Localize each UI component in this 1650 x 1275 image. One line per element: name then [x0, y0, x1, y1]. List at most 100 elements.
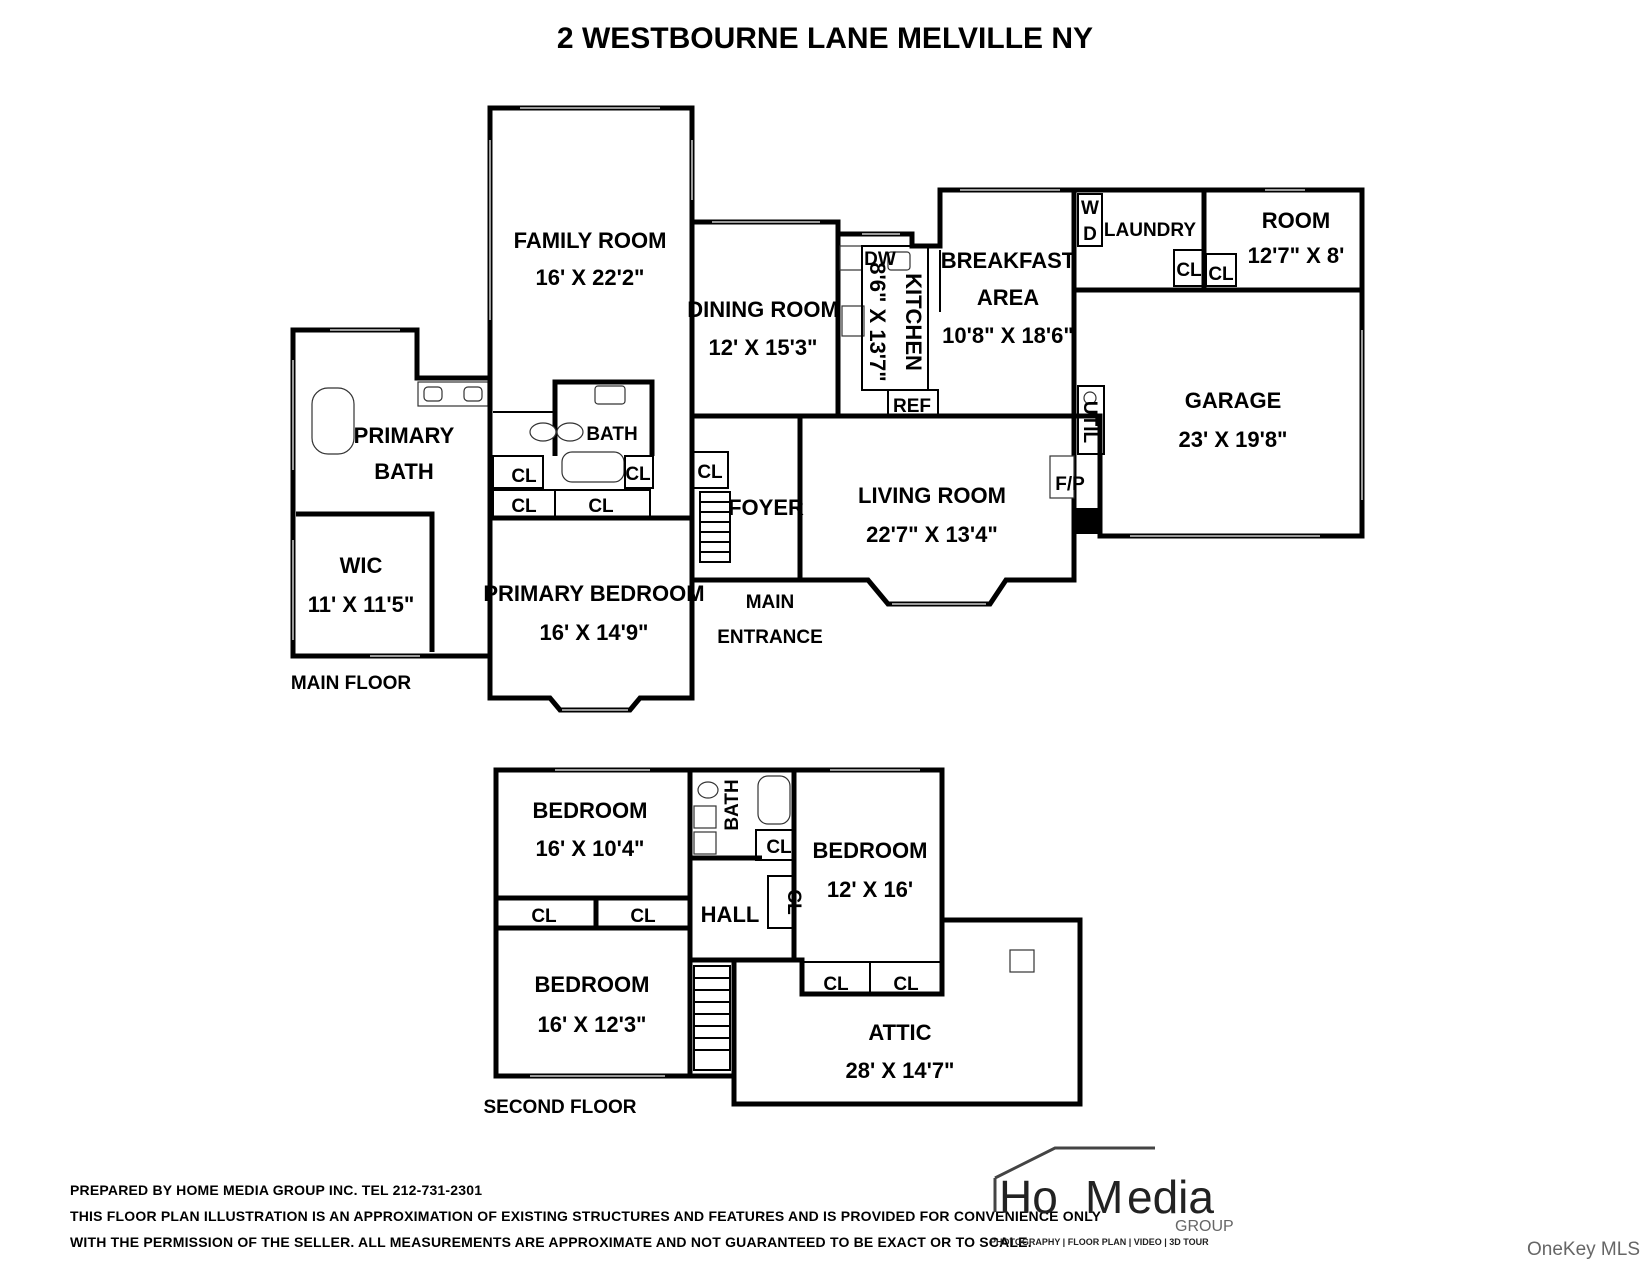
second-floor-labels: BEDROOM 16' X 10'4" BEDROOM 16' X 12'3" …: [483, 779, 954, 1118]
toilet-icon: [529, 422, 557, 442]
room-size: 16' X 14'9": [540, 620, 649, 645]
closet-label: CL: [1176, 260, 1202, 281]
footer-disclaimer-2: WITH THE PERMISSION OF THE SELLER. ALL M…: [70, 1234, 1032, 1250]
room-name: WIC: [340, 553, 383, 578]
closet-label: CL: [1208, 264, 1234, 285]
room-size: 16' X 22'2": [536, 265, 645, 290]
plan-title: 2 WESTBOURNE LANE MELVILLE NY: [557, 22, 1093, 55]
room-size: 8'6" X 13'7": [865, 262, 890, 381]
room-size: 23' X 19'8": [1179, 427, 1288, 452]
closet-label: CL: [511, 466, 537, 487]
room-size: 16' X 10'4": [536, 836, 645, 861]
logo-m-glyph: M: [1085, 1171, 1123, 1223]
footer-disclaimer-1: THIS FLOOR PLAN ILLUSTRATION IS AN APPRO…: [70, 1208, 1102, 1224]
stairs: [699, 491, 731, 563]
dishwasher-icon: [839, 245, 863, 271]
room-name: FOYER: [728, 495, 804, 520]
closet: [755, 829, 795, 861]
second-floor: [493, 767, 1083, 1107]
range-icon: [841, 305, 865, 337]
bathtub-icon: [561, 451, 625, 483]
footer-prepared-by: PREPARED BY HOME MEDIA GROUP INC. TEL 21…: [70, 1182, 483, 1198]
room-name: PRIMARY BEDROOM: [483, 581, 704, 606]
fireplace-icon: [1049, 455, 1075, 499]
room-name: BATH: [586, 424, 637, 445]
room-name: FAMILY ROOM: [514, 228, 667, 253]
closet: [1173, 249, 1205, 287]
room-name: GARAGE: [1185, 388, 1282, 413]
closet-label: CL: [511, 496, 537, 517]
watermark: OneKey MLS: [1527, 1239, 1640, 1260]
wall-garage: [1074, 287, 1365, 539]
room-size: 11' X 11'5": [308, 592, 415, 617]
sink-icon: [693, 831, 717, 855]
logo-group: GROUP: [1175, 1218, 1234, 1235]
closet-label: CL: [625, 464, 651, 485]
room-size: 16' X 12'3": [538, 1012, 647, 1037]
bathtub-icon: [311, 387, 355, 455]
dishwasher-label: DW: [864, 249, 896, 270]
room-name: PRIMARY: [354, 423, 455, 448]
stairs: [693, 965, 731, 1071]
room-name: LAUNDRY: [1104, 220, 1197, 241]
closet: [691, 451, 729, 489]
room-size: 22'7" X 13'4": [866, 522, 998, 547]
floor-label-second: SECOND FLOOR: [483, 1097, 636, 1118]
main-floor: [290, 105, 1365, 713]
toilet-icon: [556, 422, 584, 442]
attic-hatch-icon: [1009, 949, 1035, 973]
room-size: 10'8" X 18'6": [942, 323, 1074, 348]
bathtub-icon: [757, 775, 791, 825]
room-name: MAIN: [746, 592, 795, 613]
room-name: AREA: [977, 285, 1039, 310]
closet-label: CL: [766, 837, 792, 858]
closet: [767, 875, 795, 929]
room-size: 12' X 16': [827, 877, 913, 902]
closet: [492, 455, 544, 489]
closet-label: CL: [893, 974, 919, 995]
room-name: KITCHEN: [901, 273, 926, 371]
room-name: HALL: [701, 902, 760, 927]
washer-label: W: [1081, 198, 1099, 219]
room-name: BEDROOM: [535, 972, 650, 997]
room-name: DINING ROOM: [687, 297, 839, 322]
closet: [624, 455, 654, 489]
utility-label: UTIL: [1079, 401, 1100, 444]
room-name: BATH: [722, 779, 743, 830]
room-name: BEDROOM: [533, 798, 648, 823]
washer-dryer: [1077, 193, 1103, 247]
refrigerator-label: REF: [893, 396, 931, 417]
closet-label: CL: [783, 889, 804, 915]
closet-label: CL: [823, 974, 849, 995]
room-size: 12' X 15'3": [709, 335, 818, 360]
chimney: [1074, 508, 1100, 534]
sink-icon: [594, 385, 626, 405]
room-name: ROOM: [1262, 208, 1330, 233]
fireplace-label: F/P: [1055, 474, 1085, 495]
logo-tagline: PHOTOGRAPHY | FLOOR PLAN | VIDEO | 3D TO…: [990, 1237, 1209, 1247]
room-name: LIVING ROOM: [858, 483, 1006, 508]
sink-icon: [887, 251, 911, 271]
homedia-logo: Ho M edia GROUP PHOTOGRAPHY | FLOOR PLAN…: [990, 1146, 1234, 1247]
sink-icon: [693, 805, 717, 829]
floor-label-main: MAIN FLOOR: [291, 673, 412, 694]
dryer-label: D: [1083, 224, 1097, 245]
wall-main-bath: [552, 379, 655, 456]
main-floor-labels: FAMILY ROOM 16' X 22'2" DINING ROOM 12' …: [291, 198, 1345, 694]
room-name: BATH: [374, 459, 433, 484]
closet-label: CL: [697, 462, 723, 483]
room-name: BREAKFAST: [941, 248, 1076, 273]
wall-living-room: [800, 413, 1077, 607]
room-name: ENTRANCE: [717, 627, 823, 648]
closet: [1205, 253, 1237, 287]
wall-foyer: [689, 416, 803, 583]
room-size: 28' X 14'7": [846, 1058, 955, 1083]
closet-label: CL: [531, 906, 557, 927]
room-name: BEDROOM: [813, 838, 928, 863]
room-size: 12'7" X 8': [1248, 243, 1345, 268]
logo-roof-icon: [994, 1146, 1155, 1180]
wall-bedroom-3: [794, 920, 945, 997]
logo-text-b: edia: [1127, 1171, 1214, 1223]
toilet-icon: [697, 781, 719, 799]
